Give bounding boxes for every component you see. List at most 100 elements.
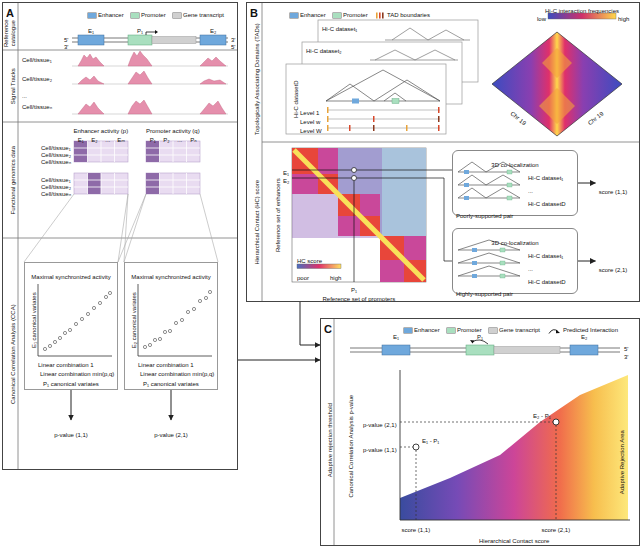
label-text: Hierarchical Contact (HC) score bbox=[254, 180, 261, 265]
label-holder: E₂ - P₁ bbox=[533, 404, 551, 422]
tad-boundary-sample bbox=[379, 13, 381, 19]
gene-locus-c bbox=[494, 347, 560, 354]
hic-dataset-cards bbox=[375, 50, 455, 60]
label-text: Hi-C dataset₁ bbox=[322, 26, 357, 33]
label-text: P₁ bbox=[150, 137, 156, 144]
hc-score-matrix bbox=[292, 170, 452, 282]
colocalization-sketch bbox=[458, 263, 520, 264]
activity-matrix bbox=[173, 173, 174, 194]
colocalization-marks bbox=[500, 248, 505, 252]
label-holder: Cell/tissue₁ bbox=[22, 48, 52, 66]
legend-text: Enhancer bbox=[300, 12, 326, 19]
scatter-points bbox=[186, 310, 189, 313]
label-text: Signal Tracks bbox=[10, 68, 17, 104]
label-text: Hi-C datasetD bbox=[293, 80, 300, 118]
text-holder: A bbox=[6, 3, 14, 21]
legend-swatch bbox=[290, 13, 298, 18]
label-text: Reference set of enhancers bbox=[275, 178, 282, 252]
label-holder: ... bbox=[22, 84, 27, 102]
label-holder: E₁ bbox=[393, 325, 399, 343]
label-text: ... bbox=[105, 137, 110, 144]
text-holder: Maximal synchronized activity bbox=[26, 265, 116, 283]
legend-item: Enhancer bbox=[88, 6, 124, 24]
label-holder: Linear combination 1 bbox=[138, 353, 194, 371]
hic-heatmap bbox=[492, 32, 622, 136]
scatter-points bbox=[104, 295, 107, 298]
activity-matrix bbox=[146, 173, 160, 194]
scatter-points bbox=[208, 290, 211, 293]
scatter-points bbox=[68, 328, 71, 331]
projection-lines bbox=[118, 194, 128, 262]
scatter-points bbox=[92, 306, 95, 309]
hic-dataset-cards bbox=[352, 99, 359, 104]
projection-lines bbox=[124, 194, 146, 262]
hic-dataset-cards bbox=[392, 99, 399, 104]
text-holder: score (1,1) bbox=[596, 180, 631, 198]
label-holder: Hierarchical Contact score bbox=[479, 529, 549, 547]
label-holder: Promoter activity (q) bbox=[146, 119, 200, 137]
connector-arrow bbox=[300, 302, 320, 345]
legend-text: Gene transcript bbox=[499, 327, 540, 334]
label-text: Chr 19 bbox=[509, 110, 527, 127]
hic-dataset-cards bbox=[326, 101, 440, 102]
hic-heatmap bbox=[542, 48, 572, 78]
hic-dataset-cards bbox=[328, 110, 440, 111]
scatter-points bbox=[180, 318, 183, 321]
label-holder: 5' bbox=[624, 337, 628, 355]
label-text: 3' bbox=[64, 44, 68, 51]
activity-matrix bbox=[146, 173, 200, 194]
label-text: p-value (2,1) bbox=[363, 422, 397, 429]
label-text: low bbox=[537, 16, 546, 23]
label-holder: Cell/tissue₁ bbox=[41, 136, 71, 154]
colocalization-marks bbox=[472, 261, 477, 265]
label-text: P₁ bbox=[137, 28, 143, 35]
label-text: 5' bbox=[231, 44, 235, 51]
hic-dataset-cards bbox=[438, 107, 440, 113]
legend-item: Enhancer bbox=[404, 321, 440, 339]
hic-dataset-cards bbox=[349, 125, 351, 131]
legend-swatch bbox=[489, 328, 497, 333]
label-text: Cell/tissue₁ bbox=[41, 177, 71, 184]
plot-box: Maximal synchronized activity bbox=[24, 262, 118, 390]
label-holder: Canonical Correlation Analysis p-value bbox=[339, 372, 357, 520]
text-holder: p-value (2,1) bbox=[151, 423, 191, 441]
scatter-points bbox=[174, 321, 177, 324]
pair-text: ... bbox=[528, 266, 533, 273]
gene-locus-c bbox=[466, 345, 494, 355]
label-text: E₂ canonical variates bbox=[131, 292, 138, 348]
label-holder: high bbox=[330, 266, 341, 284]
tad-boundary-sample bbox=[382, 13, 384, 19]
label-holder: Hi-C datasetD bbox=[284, 67, 302, 131]
interaction-arrow-sample bbox=[556, 330, 560, 334]
label-holder: high bbox=[618, 7, 629, 25]
scatter-plot bbox=[138, 356, 212, 357]
label-text: P₁ canonical variates bbox=[43, 381, 99, 388]
scatter-points bbox=[143, 345, 146, 348]
label-text: Cell/tissue₁ bbox=[22, 57, 52, 64]
signal-peaks bbox=[200, 101, 226, 114]
rejection-chart bbox=[400, 520, 630, 521]
hic-dataset-cards bbox=[327, 116, 329, 122]
panel-dividers bbox=[18, 2, 19, 470]
label-text: Canonical Correlation Analysis (CCA) bbox=[10, 304, 17, 404]
projection-lines bbox=[24, 194, 218, 262]
legend-swatch bbox=[447, 328, 455, 333]
activity-matrix bbox=[159, 173, 160, 194]
pair-text: Poorly-supported pair bbox=[456, 213, 513, 220]
label-holder: Hi-C interaction frequencies bbox=[545, 0, 619, 17]
activity-matrix bbox=[159, 141, 160, 162]
rejection-chart bbox=[556, 425, 557, 520]
rejection-chart bbox=[400, 375, 628, 520]
colocalization-marks bbox=[464, 183, 469, 187]
legend-item: TAD boundaries bbox=[375, 6, 430, 24]
label-text: E₂ bbox=[210, 28, 216, 35]
pair-text: 3D co-localization bbox=[491, 240, 538, 247]
scatter-points bbox=[148, 343, 151, 346]
text-holder: B bbox=[250, 3, 258, 21]
activity-matrix bbox=[101, 173, 102, 194]
gene-locus-c bbox=[382, 345, 410, 355]
legend-item: Promoter bbox=[447, 321, 482, 339]
signal-peaks bbox=[128, 100, 152, 114]
activity-matrix bbox=[146, 141, 200, 162]
